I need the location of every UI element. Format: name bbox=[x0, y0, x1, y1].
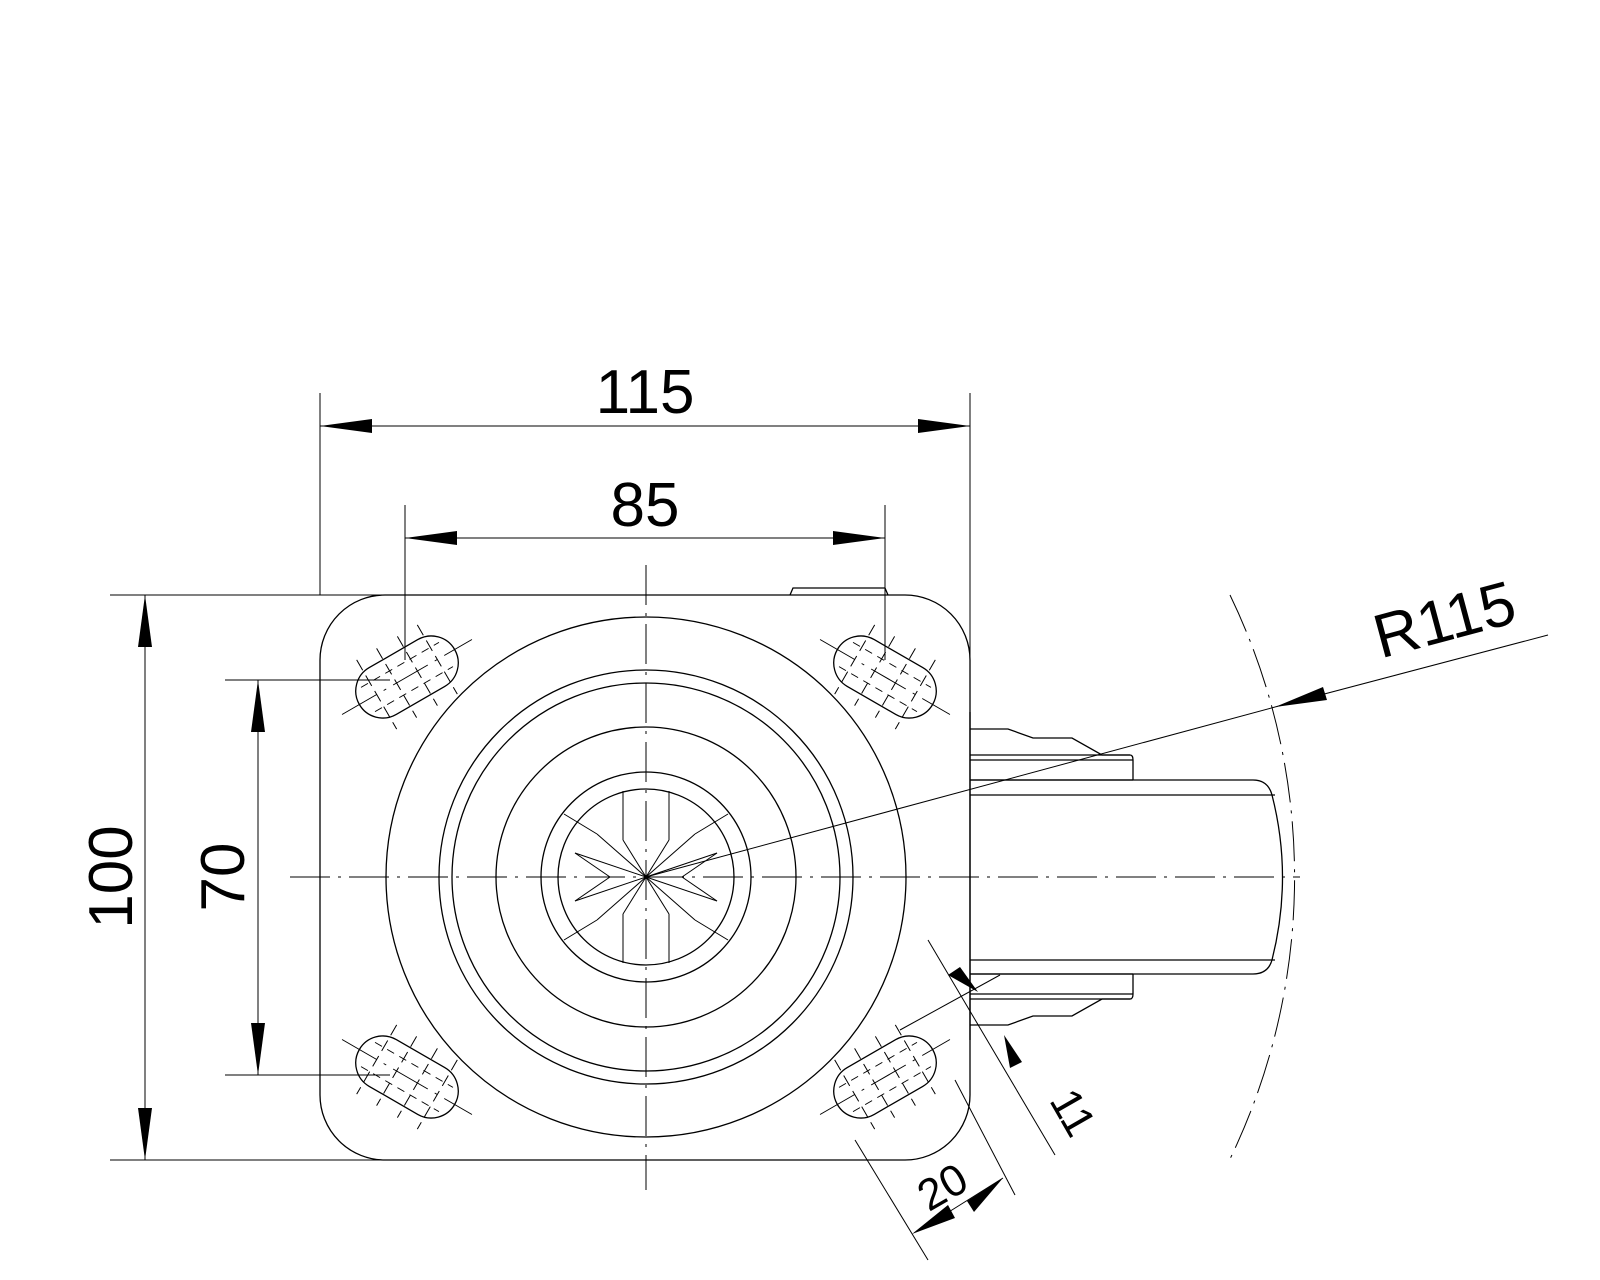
dimension-label: 100 bbox=[77, 825, 146, 928]
wheel-fork bbox=[969, 712, 1275, 1040]
dimension-label: 85 bbox=[611, 471, 680, 540]
dimension-label: 11 bbox=[1040, 1081, 1105, 1145]
dimension-hole-spacing-x: 85 bbox=[404, 471, 886, 660]
kingpin-star bbox=[563, 791, 729, 963]
mounting-slot-bottom-right bbox=[799, 1004, 971, 1150]
dimension-label: R115 bbox=[1366, 568, 1523, 672]
dimension-plate-length: 100 bbox=[77, 594, 790, 1161]
dimension-label: 20 bbox=[909, 1154, 976, 1221]
dimension-plate-width: 115 bbox=[319, 358, 971, 665]
swivel-radius-arc bbox=[1229, 594, 1296, 1160]
mounting-slot-top-left bbox=[321, 604, 493, 750]
mounting-slot-bottom-left bbox=[321, 1004, 493, 1150]
dimension-swivel-radius: R115 bbox=[645, 568, 1549, 878]
swivel-rings bbox=[385, 616, 907, 1138]
plate-nub bbox=[789, 587, 889, 596]
dimension-slot-length: 20 bbox=[854, 1079, 1016, 1261]
dimension-label: 115 bbox=[596, 358, 695, 427]
dimension-hole-spacing-y: 70 bbox=[189, 679, 390, 1076]
wheel bbox=[970, 779, 1284, 975]
dimension-label: 70 bbox=[189, 843, 258, 912]
